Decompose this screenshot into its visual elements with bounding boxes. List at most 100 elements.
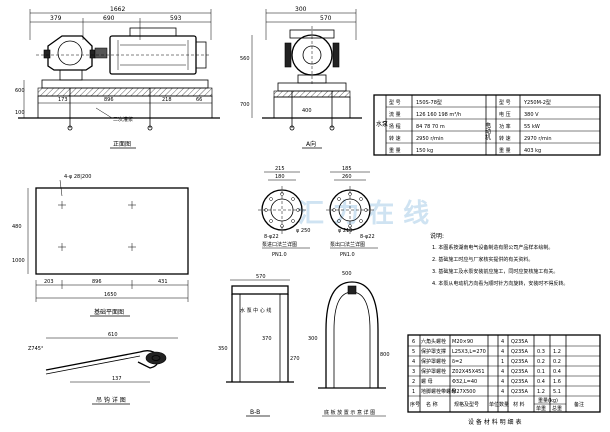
spec-v2-4: 403 kg <box>524 148 541 154</box>
frame-top <box>231 285 289 295</box>
inlet-dim-1: 215 <box>275 166 285 172</box>
foundation-dim-1: 203 <box>44 279 54 285</box>
mat-header-cell: 规格及型号 <box>454 401 479 408</box>
mat-cell: 2 <box>412 379 415 385</box>
spec-k2-0: 型 号 <box>499 99 511 106</box>
mat-header-weight: 重量(kg) <box>538 397 558 404</box>
hook-bar <box>45 350 159 371</box>
mat-cell: 5 <box>412 349 415 355</box>
note-1: 1. 本图系按湖南电气设备制造有限公司产品样本绘制。 <box>432 244 553 251</box>
mat-header-cell: 序号 <box>410 401 420 408</box>
spec-v2-3: 2970 r/min <box>524 136 551 142</box>
spec-v2-0: Y250M-2型 <box>523 99 551 106</box>
spec-v1-0: 150S-78型 <box>416 99 442 106</box>
spec-v2-1: 380 V <box>524 112 539 118</box>
front-left-dim-1: 600 <box>15 88 25 94</box>
hook-dim-1: 610 <box>108 332 118 338</box>
spec-k1-4: 重 量 <box>389 147 401 154</box>
mat-row-1: 5 保护罩支撑 L25X3,L=270 4 Q235A 0.3 1.2 <box>412 348 561 355</box>
notes: 说明: 1. 本图系按湖南电气设备制造有限公司产品样本绘制。 2. 基础施工时应… <box>430 232 568 287</box>
outlet-pn: PN1.0 <box>340 252 355 258</box>
mat-cell: 螺 母 <box>421 378 433 385</box>
spec-k1-2: 扬 程 <box>389 123 401 130</box>
front-bottom-dim-4: 66 <box>196 97 202 103</box>
front-dim-1: 379 <box>50 15 62 22</box>
side-mid-label: 400 <box>302 108 312 114</box>
notes-heading: 说明: <box>430 232 444 240</box>
mat-cell: Q235A <box>511 389 528 395</box>
mat-cell: 1 <box>412 389 415 395</box>
mat-cell: 1.6 <box>553 379 561 385</box>
side-dim-top-2: 570 <box>320 15 332 22</box>
bracket-dim-2: 300 <box>308 336 318 342</box>
front-note: 二次灌浆 <box>113 116 133 123</box>
spec-v1-1: 126 160 198 m³/h <box>416 112 461 118</box>
mat-cell: 0.4 <box>553 369 561 375</box>
mat-header-cell: 备注 <box>574 401 584 408</box>
spec-v1-3: 2950 r/min <box>416 136 443 142</box>
mat-cell: L25X3,L=270 <box>452 349 486 355</box>
spec-k2-4: 重 量 <box>499 147 511 154</box>
mat-cell: M20×90 <box>452 339 473 345</box>
hook-dim-2: Z745° <box>28 346 44 352</box>
front-left-dim-2: 100 <box>15 110 25 116</box>
spec-k2-1: 电 压 <box>499 111 511 118</box>
mat-row-2: 4 保护罩螺栓 δ=2 1 Q235A 0.2 0.2 <box>412 358 561 365</box>
foundation-bolt-label: 4-φ 28|200 <box>64 174 91 180</box>
mat-cell: 1.2 <box>553 349 561 355</box>
mat-header-cell: 单位 <box>489 401 499 408</box>
mat-cell: 1 <box>501 359 504 365</box>
note-3: 3. 基础施工及水泵安装前应施工，同时应复核施工有关。 <box>432 268 558 275</box>
hook-title: 吊 钩 详 图 <box>96 396 126 404</box>
spec-head-motor: 电动机 <box>484 121 491 141</box>
pump-casing <box>47 35 93 71</box>
mat-cell: 4 <box>501 389 504 395</box>
frame-detail: 570 水 泵 中 心 线 370 350 270 B-B <box>218 274 300 417</box>
outlet-flange-detail: 185 260 φ 210 8-φ22 泵出口法兰详图 PN1.0 <box>326 166 378 258</box>
outlet-sub-1: φ 210 <box>338 228 352 234</box>
inlet-flange-detail: 215 180 φ 250 8-φ22 泵进口法兰详图 PN1.0 <box>258 166 310 258</box>
spec-v1-4: 150 kg <box>416 148 433 154</box>
foundation-dim-3: 431 <box>158 279 168 285</box>
mat-header-cell: 总重 <box>552 405 562 412</box>
foundation-dim-2: 896 <box>92 279 102 285</box>
side-view-title: A向 <box>306 140 316 148</box>
mat-cell: M27X500 <box>452 389 476 395</box>
front-view: 1662 379 690 593 <box>15 6 220 149</box>
spec-v2-2: 55 kW <box>524 124 540 130</box>
front-dim-3: 593 <box>170 15 182 22</box>
mat-cell: Q235A <box>511 359 528 365</box>
frame-center-label: 水 泵 中 心 线 <box>240 307 271 314</box>
inlet-pn: PN1.0 <box>272 252 287 258</box>
frame-dim-4: 270 <box>290 356 300 362</box>
note-4: 4. 本泵从电动机方向看为顺时针方向旋转，安装时不得反转。 <box>432 280 568 287</box>
mat-header-cell: 材 料 <box>513 401 525 408</box>
front-view-title: 正面图 <box>113 141 131 148</box>
spec-k2-3: 转 速 <box>499 135 511 142</box>
side-view: 300 570 560 700 400 A向 <box>240 6 362 149</box>
mat-cell: Φ32,L=40 <box>452 379 477 385</box>
mat-row-4: 2 螺 母 Φ32,L=40 4 Q235A 0.4 1.6 <box>412 378 561 385</box>
foundation-side-dim-1: 480 <box>12 224 22 230</box>
mat-cell: 4 <box>501 369 504 375</box>
mat-row-5: 1 地脚螺栓带螺母 M27X500 4 Q235A 1.2 5.1 <box>412 388 561 395</box>
mat-header-cell: 数量 <box>499 401 509 408</box>
hook-detail: 610 Z745° 137 吊 钩 详 图 <box>28 332 178 405</box>
note-2: 2. 基础施工时应与厂家核实提供的有关资料。 <box>432 256 533 263</box>
foundation-outline <box>35 187 189 275</box>
mat-header-cell: 单重 <box>536 405 546 412</box>
mat-row-3: 3 保护罩螺栓 Z02X45X451 4 Q235A 0.1 0.4 <box>412 368 561 375</box>
mat-cell: 6 <box>412 339 415 345</box>
spec-k2-2: 功 率 <box>499 123 511 130</box>
mat-cell: 4 <box>501 379 504 385</box>
mat-cell: Q235A <box>511 369 528 375</box>
bracket-arch <box>325 281 379 331</box>
hook-dim-3: 137 <box>112 376 122 382</box>
outlet-sub-2: 8-φ22 <box>360 234 375 240</box>
mat-cell: Z02X45X451 <box>452 369 485 375</box>
spec-table: 水泵 电动机 型 号 150S-78型 型 号 Y250M-2型 流 量 126… <box>373 94 601 156</box>
mat-cell: 0.2 <box>537 359 545 365</box>
bracket-dim-3: 800 <box>380 352 390 358</box>
mat-cell: 0.1 <box>537 369 545 375</box>
